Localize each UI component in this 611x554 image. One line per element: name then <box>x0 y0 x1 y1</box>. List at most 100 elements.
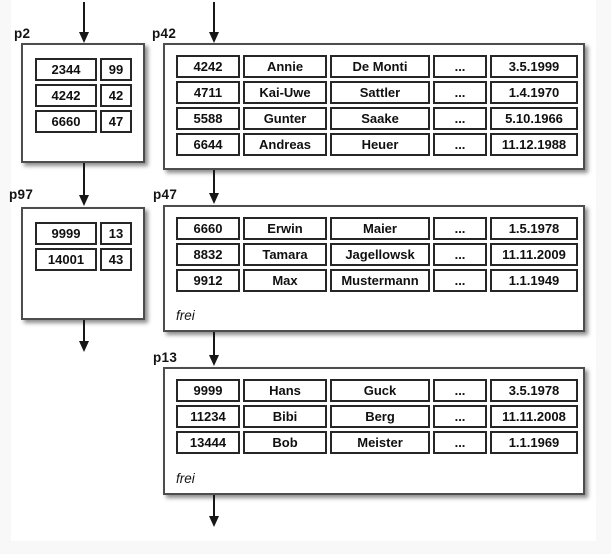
table-row: 11234 Bibi Berg ... 11.11.2008 <box>176 405 578 428</box>
arrow-into-p42 <box>208 2 220 43</box>
index-table-p97: 9999 13 14001 43 <box>32 219 135 274</box>
pointer-cell: 43 <box>100 248 132 271</box>
pointer-cell: 47 <box>100 110 132 133</box>
ellipsis-cell: ... <box>433 269 487 292</box>
firstname-cell: Erwin <box>243 217 327 240</box>
page-box-p47: 6660 Erwin Maier ... 1.5.1978 8832 Tamar… <box>163 205 585 332</box>
lastname-cell: Guck <box>330 379 430 402</box>
id-cell: 9912 <box>176 269 240 292</box>
id-cell: 8832 <box>176 243 240 266</box>
lastname-cell: Berg <box>330 405 430 428</box>
frame-strip-left <box>0 0 11 554</box>
arrow-p2-to-p97 <box>78 163 90 206</box>
firstname-cell: Annie <box>243 55 327 78</box>
id-cell: 5588 <box>176 107 240 130</box>
date-cell: 11.12.1988 <box>490 133 578 156</box>
table-row: 4242 42 <box>35 84 132 107</box>
firstname-cell: Bibi <box>243 405 327 428</box>
lastname-cell: Saake <box>330 107 430 130</box>
pointer-cell: 13 <box>100 222 132 245</box>
page-label-p97: p97 <box>9 187 34 202</box>
table-row: 4242 Annie De Monti ... 3.5.1999 <box>176 55 578 78</box>
lastname-cell: Maier <box>330 217 430 240</box>
id-cell: 4711 <box>176 81 240 104</box>
ellipsis-cell: ... <box>433 379 487 402</box>
key-cell: 4242 <box>35 84 97 107</box>
ellipsis-cell: ... <box>433 133 487 156</box>
arrow-p97-down <box>78 320 90 352</box>
id-cell: 4242 <box>176 55 240 78</box>
id-cell: 6644 <box>176 133 240 156</box>
free-space-label: frei <box>176 471 195 486</box>
date-cell: 1.1.1969 <box>490 431 578 454</box>
key-cell: 2344 <box>35 58 97 81</box>
table-row: 5588 Gunter Saake ... 5.10.1966 <box>176 107 578 130</box>
firstname-cell: Andreas <box>243 133 327 156</box>
record-table-p47: 6660 Erwin Maier ... 1.5.1978 8832 Tamar… <box>173 214 581 295</box>
page-box-p13: 9999 Hans Guck ... 3.5.1978 11234 Bibi B… <box>163 367 585 495</box>
ellipsis-cell: ... <box>433 217 487 240</box>
page-label-p2: p2 <box>14 26 31 41</box>
lastname-cell: Meister <box>330 431 430 454</box>
arrow-line <box>213 170 215 193</box>
id-cell: 13444 <box>176 431 240 454</box>
record-table-p13: 9999 Hans Guck ... 3.5.1978 11234 Bibi B… <box>173 376 581 457</box>
table-row: 9912 Max Mustermann ... 1.1.1949 <box>176 269 578 292</box>
arrow-p47-to-p13 <box>208 332 220 366</box>
firstname-cell: Bob <box>243 431 327 454</box>
id-cell: 11234 <box>176 405 240 428</box>
firstname-cell: Tamara <box>243 243 327 266</box>
table-row: 6660 Erwin Maier ... 1.5.1978 <box>176 217 578 240</box>
firstname-cell: Gunter <box>243 107 327 130</box>
date-cell: 3.5.1999 <box>490 55 578 78</box>
table-row: 2344 99 <box>35 58 132 81</box>
arrow-line <box>213 2 215 32</box>
frame-strip-right <box>596 0 611 554</box>
page-box-p42: 4242 Annie De Monti ... 3.5.1999 4711 Ka… <box>163 43 585 170</box>
ellipsis-cell: ... <box>433 405 487 428</box>
arrowhead-down-icon <box>209 516 219 527</box>
page-label-p42: p42 <box>152 26 177 41</box>
arrowhead-down-icon <box>79 341 89 352</box>
pointer-cell: 99 <box>100 58 132 81</box>
date-cell: 11.11.2008 <box>490 405 578 428</box>
free-space-label: frei <box>176 308 195 323</box>
record-table-p42: 4242 Annie De Monti ... 3.5.1999 4711 Ka… <box>173 52 581 159</box>
date-cell: 1.5.1978 <box>490 217 578 240</box>
id-cell: 9999 <box>176 379 240 402</box>
ellipsis-cell: ... <box>433 81 487 104</box>
key-cell: 9999 <box>35 222 97 245</box>
lastname-cell: Sattler <box>330 81 430 104</box>
ellipsis-cell: ... <box>433 243 487 266</box>
arrow-line <box>83 320 85 341</box>
lastname-cell: Heuer <box>330 133 430 156</box>
page-box-p97: 9999 13 14001 43 <box>21 207 145 320</box>
firstname-cell: Max <box>243 269 327 292</box>
id-cell: 6660 <box>176 217 240 240</box>
table-row: 8832 Tamara Jagellowsk ... 11.11.2009 <box>176 243 578 266</box>
key-cell: 6660 <box>35 110 97 133</box>
arrowhead-down-icon <box>79 195 89 206</box>
date-cell: 5.10.1966 <box>490 107 578 130</box>
table-row: 14001 43 <box>35 248 132 271</box>
arrowhead-down-icon <box>209 355 219 366</box>
page-label-p13: p13 <box>153 350 178 365</box>
firstname-cell: Hans <box>243 379 327 402</box>
table-row: 6660 47 <box>35 110 132 133</box>
lastname-cell: De Monti <box>330 55 430 78</box>
page-label-p47: p47 <box>153 187 178 202</box>
arrow-p13-down <box>208 495 220 527</box>
lastname-cell: Mustermann <box>330 269 430 292</box>
date-cell: 11.11.2009 <box>490 243 578 266</box>
table-row: 6644 Andreas Heuer ... 11.12.1988 <box>176 133 578 156</box>
ellipsis-cell: ... <box>433 55 487 78</box>
arrow-line <box>83 2 85 32</box>
page-box-p2: 2344 99 4242 42 6660 47 <box>21 43 145 163</box>
date-cell: 1.1.1949 <box>490 269 578 292</box>
arrowhead-down-icon <box>209 193 219 204</box>
date-cell: 3.5.1978 <box>490 379 578 402</box>
arrow-line <box>213 332 215 355</box>
table-row: 9999 13 <box>35 222 132 245</box>
firstname-cell: Kai-Uwe <box>243 81 327 104</box>
table-row: 9999 Hans Guck ... 3.5.1978 <box>176 379 578 402</box>
